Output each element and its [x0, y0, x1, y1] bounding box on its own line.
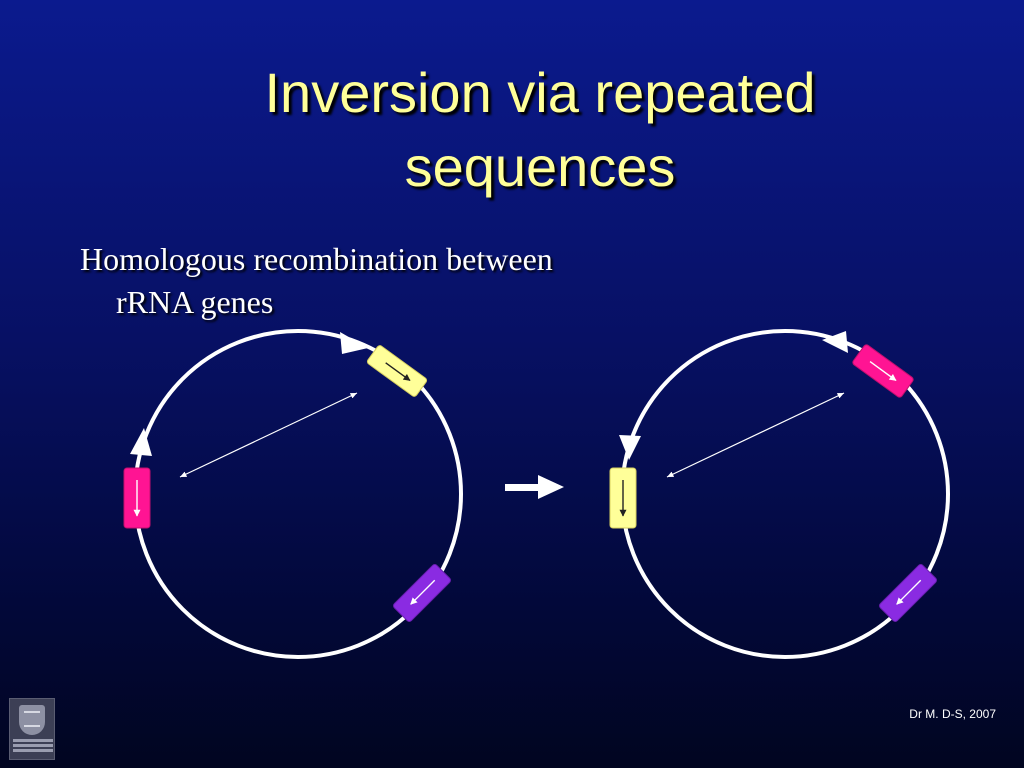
gene-pink-inverted [852, 344, 914, 398]
recombination-double-arrow-after [666, 392, 845, 478]
gene-pink [123, 467, 151, 529]
direction-arrowhead-top [340, 332, 368, 354]
slide-title: Inversion via repeated sequences [140, 56, 940, 204]
direction-arrowhead-left [130, 428, 152, 456]
gene-yellow-inverted [609, 467, 637, 529]
bullet-line-1: Homologous recombination between [80, 241, 553, 277]
direction-arrowhead-left-reversed [619, 435, 641, 460]
slide-title-line-2: sequences [404, 135, 676, 198]
university-crest-icon [9, 698, 55, 760]
crest-shield [19, 705, 45, 735]
crest-lettering [13, 739, 53, 742]
slide-credit: Dr M. D-S, 2007 [909, 707, 996, 721]
slide-title-line-1: Inversion via repeated [264, 61, 816, 124]
bullet-line-2: rRNA genes [116, 284, 274, 320]
gene-yellow [366, 345, 428, 397]
transition-arrow [505, 475, 564, 499]
bullet-text: Homologous recombination between rRNA ge… [80, 238, 720, 324]
chromosome-before [123, 329, 463, 659]
direction-arrowhead-top-reversed [822, 331, 848, 353]
gene-purple-after [879, 564, 937, 622]
gene-purple [393, 564, 451, 622]
chromosome-after [609, 329, 950, 659]
recombination-double-arrow [179, 392, 358, 478]
